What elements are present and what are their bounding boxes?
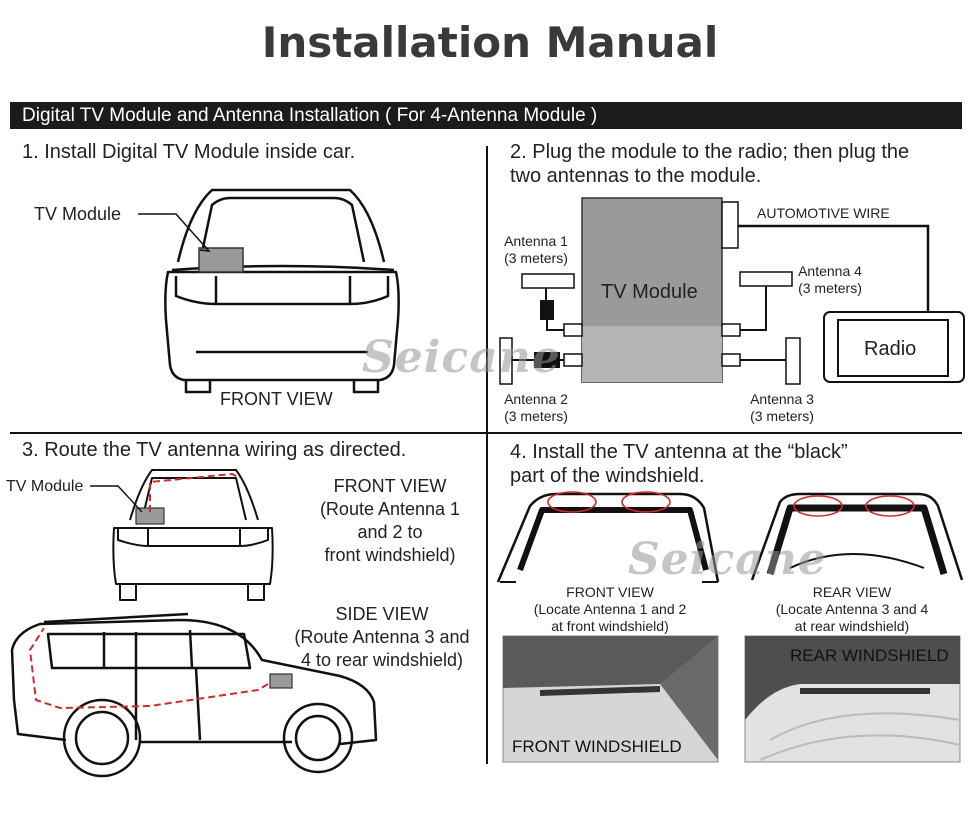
- front-windshield-label: FRONT WINDSHIELD: [512, 737, 682, 756]
- step2-text-line2: two antennas to the module.: [510, 165, 762, 187]
- step4-rear-line2: (Locate Antenna 3 and 4: [775, 601, 929, 617]
- step2-module-label: TV Module: [601, 281, 698, 303]
- rear-windshield-label: REAR WINDSHIELD: [790, 646, 949, 665]
- watermark-top: Seicane: [362, 332, 561, 383]
- watermark-bottom: Seicane: [628, 534, 827, 585]
- step3-side-route-line: [28, 627, 269, 710]
- step3-front-route-line: [149, 472, 241, 512]
- step1-text: 1. Install Digital TV Module inside car.: [22, 141, 356, 163]
- step4-text-line1: 4. Install the TV antenna at the “black”: [510, 441, 848, 463]
- antenna3-length: (3 meters): [750, 408, 814, 424]
- step4-front-line1: FRONT VIEW: [566, 584, 654, 600]
- step4-rear-caption: REAR VIEW (Locate Antenna 3 and 4 at rea…: [762, 584, 942, 635]
- antenna1-length: (3 meters): [504, 250, 568, 266]
- antenna4-length: (3 meters): [798, 280, 862, 296]
- step3-side-line1: SIDE VIEW: [335, 604, 429, 624]
- step3-text: 3. Route the TV antenna wiring as direct…: [22, 439, 407, 461]
- step3-front-view-text: FRONT VIEW (Route Antenna 1 and 2 to fro…: [300, 475, 480, 567]
- step2-text-line1: 2. Plug the module to the radio; then pl…: [510, 141, 910, 163]
- step3-front-line4: front windshield): [324, 545, 456, 565]
- page-title: Installation Manual: [261, 18, 719, 67]
- step3-side-view-text: SIDE VIEW (Route Antenna 3 and 4 to rear…: [282, 603, 482, 672]
- antenna2-length: (3 meters): [504, 408, 568, 424]
- step3-front-line1: FRONT VIEW: [333, 476, 447, 496]
- automotive-wire-label: AUTOMOTIVE WIRE: [757, 205, 890, 221]
- step4-rear-line1: REAR VIEW: [812, 584, 892, 600]
- radio-label: Radio: [864, 338, 917, 360]
- antenna1-label: Antenna 1 (3 meters): [494, 233, 578, 267]
- step4-text-line2: part of the windshield.: [510, 465, 705, 487]
- antenna2-label: Antenna 2 (3 meters): [494, 391, 578, 425]
- step1-module-label: TV Module: [34, 204, 122, 224]
- section-banner: Digital TV Module and Antenna Installati…: [10, 102, 962, 129]
- step4-front-caption: FRONT VIEW (Locate Antenna 1 and 2 at fr…: [520, 584, 700, 635]
- step3-front-line3: and 2 to: [357, 522, 423, 542]
- antenna2-name: Antenna 2: [504, 391, 568, 407]
- step4-front-line3: at front windshield): [551, 618, 669, 634]
- step3-front-line2: (Route Antenna 1: [319, 499, 461, 519]
- step3-side-line2: (Route Antenna 3 and: [294, 627, 470, 647]
- step3-side-line3: 4 to rear windshield): [300, 650, 464, 670]
- step3-side-module-box: [269, 673, 293, 689]
- horizontal-divider: [10, 432, 962, 434]
- vertical-divider: [486, 146, 488, 764]
- antenna3-name: Antenna 3: [750, 391, 814, 407]
- antenna4-name: Antenna 4: [798, 263, 862, 279]
- step3-module-label: TV Module: [6, 478, 84, 495]
- step4-rear-line3: at rear windshield): [794, 618, 910, 634]
- step4-front-line2: (Locate Antenna 1 and 2: [533, 601, 687, 617]
- antenna4-label: Antenna 4 (3 meters): [788, 263, 872, 297]
- step1-view-label: FRONT VIEW: [220, 389, 333, 409]
- antenna1-name: Antenna 1: [504, 233, 568, 249]
- step1-tv-module-box: [198, 247, 244, 273]
- antenna3-label: Antenna 3 (3 meters): [740, 391, 824, 425]
